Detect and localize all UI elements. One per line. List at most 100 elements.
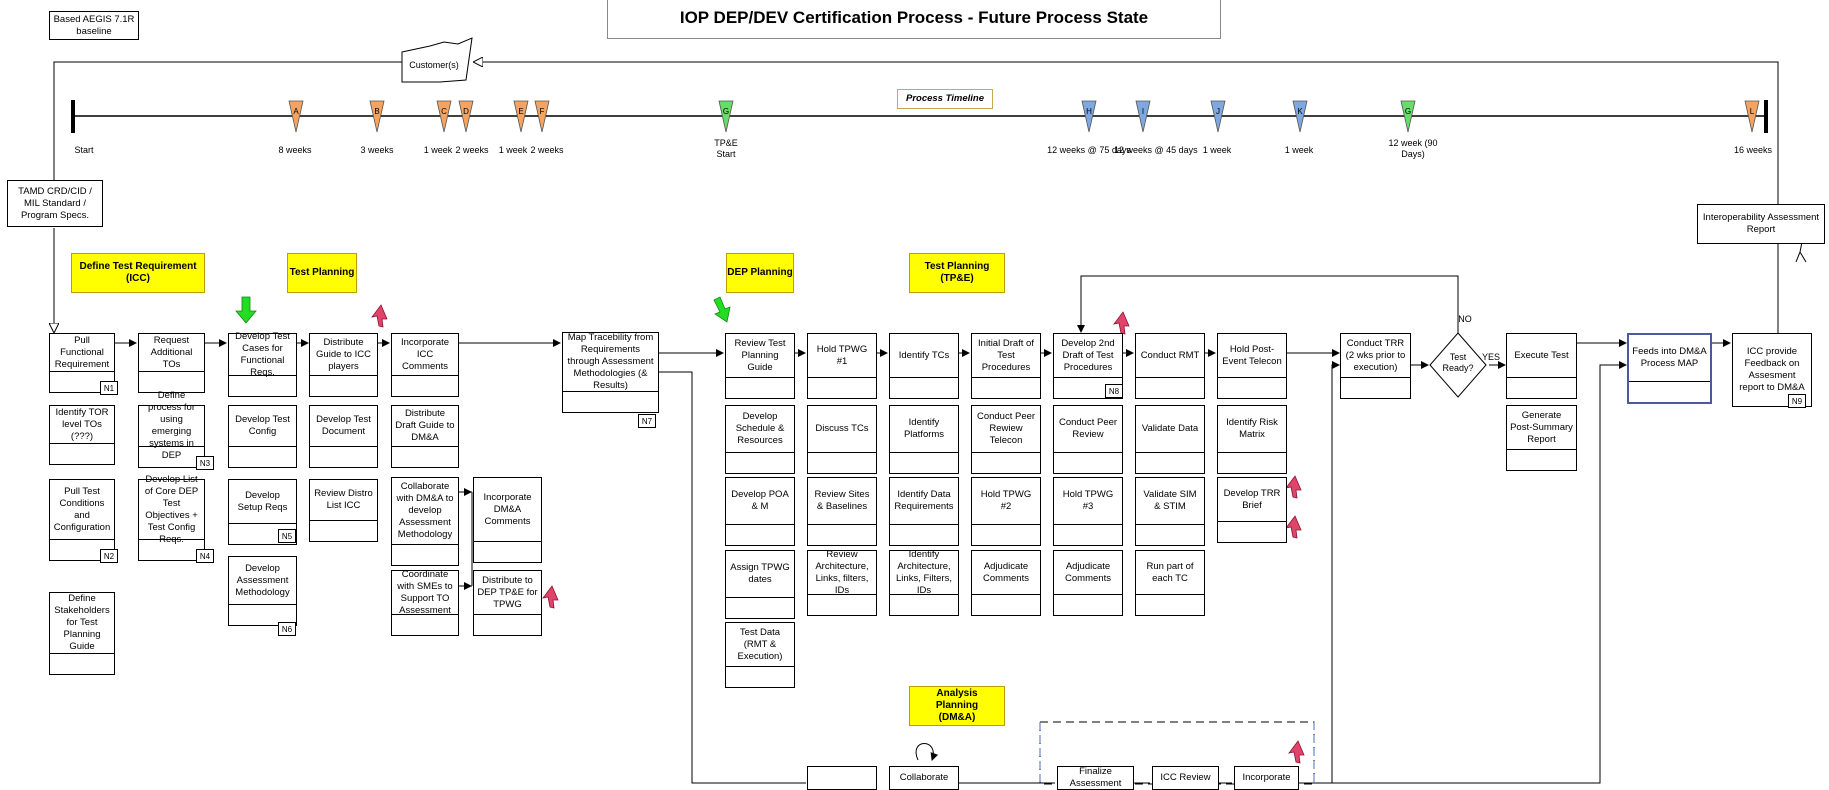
page-title: IOP DEP/DEV Certification Process - Futu…: [607, 0, 1221, 39]
step-hold-post-event: Hold Post-Event Telecon: [1217, 333, 1287, 399]
step-generate-post-summary: Generate Post-Summary Report: [1506, 405, 1577, 471]
timeline-duration: 2 weeks: [530, 145, 564, 155]
step-request-tos: Request Additional TOs: [138, 333, 205, 393]
step-conduct-trr: Conduct TRR (2 wks prior to execution): [1340, 333, 1411, 399]
step-develop-trr-brief: Develop TRR Brief: [1217, 477, 1287, 543]
timeline-duration: 8 weeks: [278, 145, 312, 155]
step-develop-2nd-draft: Develop 2nd Draft of Test Procedures: [1053, 333, 1123, 399]
step-develop-test-config: Develop Test Config: [228, 405, 297, 468]
svg-text:I: I: [1142, 107, 1144, 116]
timeline-duration: 1 week: [498, 145, 528, 155]
step-analysis-blank: [807, 766, 877, 790]
svg-text:G: G: [723, 107, 729, 116]
timeline-duration: 3 weeks: [360, 145, 394, 155]
step-review-architecture: Review Architecture, Links, filters, IDs: [807, 549, 877, 616]
svg-text:K: K: [1297, 107, 1303, 116]
svg-text:D: D: [463, 107, 469, 116]
step-develop-setup-reqs: Develop Setup Reqs: [228, 479, 297, 545]
svg-text:C: C: [441, 107, 447, 116]
timeline-duration: 12 weeks @ 45 days: [1114, 145, 1198, 155]
phase-dep-planning: DEP Planning: [726, 253, 794, 293]
step-distribute-draft: Distribute Draft Guide to DM&A: [391, 405, 459, 468]
step-develop-schedule: Develop Schedule & Resources: [725, 405, 795, 474]
timeline-marker: G: [1400, 100, 1416, 133]
step-validate-data: Validate Data: [1135, 405, 1205, 474]
step-conduct-peer-review: Conduct Peer Review: [1053, 405, 1123, 474]
step-identify-architecture: Identify Architecture, Links, Filters, I…: [889, 549, 959, 616]
step-hold-tpwg-3: Hold TPWG #3: [1053, 477, 1123, 546]
step-review-test-planning-guide: Review Test Planning Guide: [725, 333, 795, 399]
step-define-stakeholders: Define Stakeholders for Test Planning Gu…: [49, 592, 115, 675]
svg-text:J: J: [1216, 107, 1220, 116]
phase-test-planning-tpe: Test Planning (TP&E): [909, 253, 1005, 293]
step-develop-test-document: Develop Test Document: [309, 405, 378, 468]
step-incorporate-icc-comments: Incorporate ICC Comments: [391, 333, 459, 397]
timeline-duration: 1 week: [423, 145, 453, 155]
note-n1: N1: [100, 381, 120, 397]
svg-text:F: F: [540, 107, 545, 116]
phase-test-planning: Test Planning: [287, 253, 357, 293]
timeline-duration: 12 week (90 Days): [1388, 138, 1438, 159]
step-develop-assessment-methodology: Develop Assessment Methodology: [228, 556, 297, 626]
decision-no-label: NO: [1458, 314, 1472, 324]
step-incorporate: Incorporate: [1234, 766, 1299, 790]
process-timeline-label: Process Timeline: [897, 89, 993, 109]
timeline-start-label: Start: [74, 145, 94, 155]
step-collaborate: Collaborate: [889, 766, 959, 790]
timeline-marker: D: [458, 100, 474, 133]
step-review-sites: Review Sites & Baselines: [807, 477, 877, 546]
interoperability-report-box: Interoperability Assessment Report: [1697, 204, 1825, 244]
note-n4: N4: [196, 549, 216, 565]
timeline-duration: 1 week: [1284, 145, 1314, 155]
step-develop-list: Develop List of Core DEP Test Objectives…: [138, 474, 205, 561]
timeline-marker: B: [369, 100, 385, 133]
step-initial-draft: Initial Draft of Test Procedures: [971, 333, 1041, 399]
step-identify-data-requirements: Identify Data Requirements: [889, 477, 959, 546]
step-coordinate-smes: Coordinate with SMEs to Support TO Asses…: [391, 569, 459, 636]
timeline-marker: E: [513, 100, 529, 133]
step-validate-sim: Validate SIM & STIM: [1135, 477, 1205, 546]
step-develop-poa: Develop POA & M: [725, 477, 795, 546]
note-n7: N7: [638, 414, 658, 430]
timeline-marker: J: [1210, 100, 1226, 133]
step-test-data: Test Data (RMT & Execution): [725, 622, 795, 688]
note-n5: N5: [278, 529, 298, 545]
step-execute-test: Execute Test: [1506, 333, 1577, 399]
step-identify-tcs: Identify TCs: [889, 333, 959, 399]
note-n9: N9: [1788, 394, 1808, 410]
timeline-marker: A: [288, 100, 304, 133]
timeline-marker: K: [1292, 100, 1308, 133]
phase-define-requirement: Define Test Requirement (ICC): [71, 253, 205, 293]
phase-analysis-planning: Analysis Planning (DM&A): [909, 686, 1005, 726]
step-map-tracebility: Map Tracebility from Requirements throug…: [562, 332, 659, 413]
step-discuss-tcs: Discuss TCs: [807, 405, 877, 474]
step-distribute-to-dep: Distribute to DEP TP&E for TPWG: [473, 570, 542, 636]
step-hold-tpwg-1: Hold TPWG #1: [807, 333, 877, 399]
step-define-process: Define process for using emerging system…: [138, 390, 205, 468]
step-finalize-assessment: Finalize Assessment: [1057, 766, 1134, 790]
timeline-duration: 2 weeks: [455, 145, 489, 155]
timeline-duration: 1 week: [1202, 145, 1232, 155]
step-run-part-of-tc: Run part of each TC: [1135, 550, 1205, 616]
step-develop-test-cases: Develop Test Cases for Functional Reqs.: [228, 331, 297, 397]
note-n6: N6: [278, 622, 298, 638]
note-n2: N2: [100, 549, 120, 565]
step-hold-tpwg-2: Hold TPWG #2: [971, 477, 1041, 546]
step-adjudicate-comments-1: Adjudicate Comments: [971, 550, 1041, 616]
svg-text:L: L: [1750, 107, 1755, 116]
note-n3: N3: [196, 456, 216, 472]
step-assign-tpwg-dates: Assign TPWG dates: [725, 550, 795, 619]
timeline-duration: 12 weeks @ 75 days: [1047, 145, 1131, 155]
timeline-marker: H: [1081, 100, 1097, 133]
step-conduct-rmt: Conduct RMT: [1135, 333, 1205, 399]
timeline-marker: C: [436, 100, 452, 133]
timeline-marker: I: [1135, 100, 1151, 133]
source-specs-box: TAMD CRD/CID / MIL Standard / Program Sp…: [7, 180, 103, 227]
step-identify-tor: Identify TOR level TOs (???): [49, 405, 115, 465]
step-pull-test-conditions: Pull Test Conditions and Configuration: [49, 479, 115, 561]
timeline-marker: L: [1744, 100, 1760, 133]
timeline-marker: G: [718, 100, 734, 133]
svg-text:B: B: [374, 107, 379, 116]
step-distribute-guide: Distribute Guide to ICC players: [309, 333, 378, 397]
svg-text:G: G: [1405, 107, 1411, 116]
